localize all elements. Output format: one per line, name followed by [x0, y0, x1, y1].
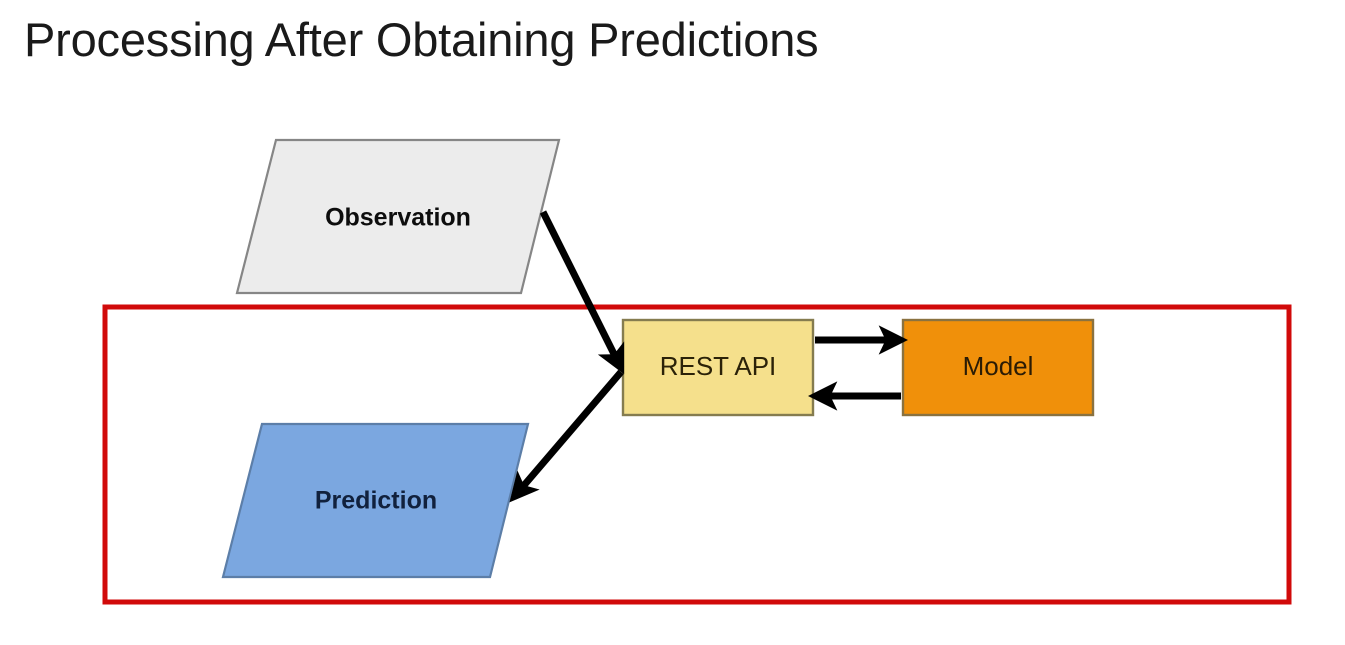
node-prediction-label: Prediction [315, 487, 437, 515]
node-observation-shape[interactable] [235, 138, 561, 295]
node-prediction-shape[interactable] [221, 422, 530, 579]
page-title: Processing After Obtaining Predictions [24, 13, 819, 66]
arrow-rest-api-to-prediction [509, 369, 624, 503]
node-model-label: Model [963, 351, 1034, 381]
node-model-shape[interactable] [901, 318, 1095, 417]
node-rest-api-label: REST API [660, 351, 777, 381]
node-observation-label: Observation [325, 204, 471, 232]
node-rest-api-shape[interactable] [621, 318, 815, 417]
arrow-observation-to-rest-api [539, 210, 625, 375]
deployment-boundary-box [102, 304, 1292, 605]
